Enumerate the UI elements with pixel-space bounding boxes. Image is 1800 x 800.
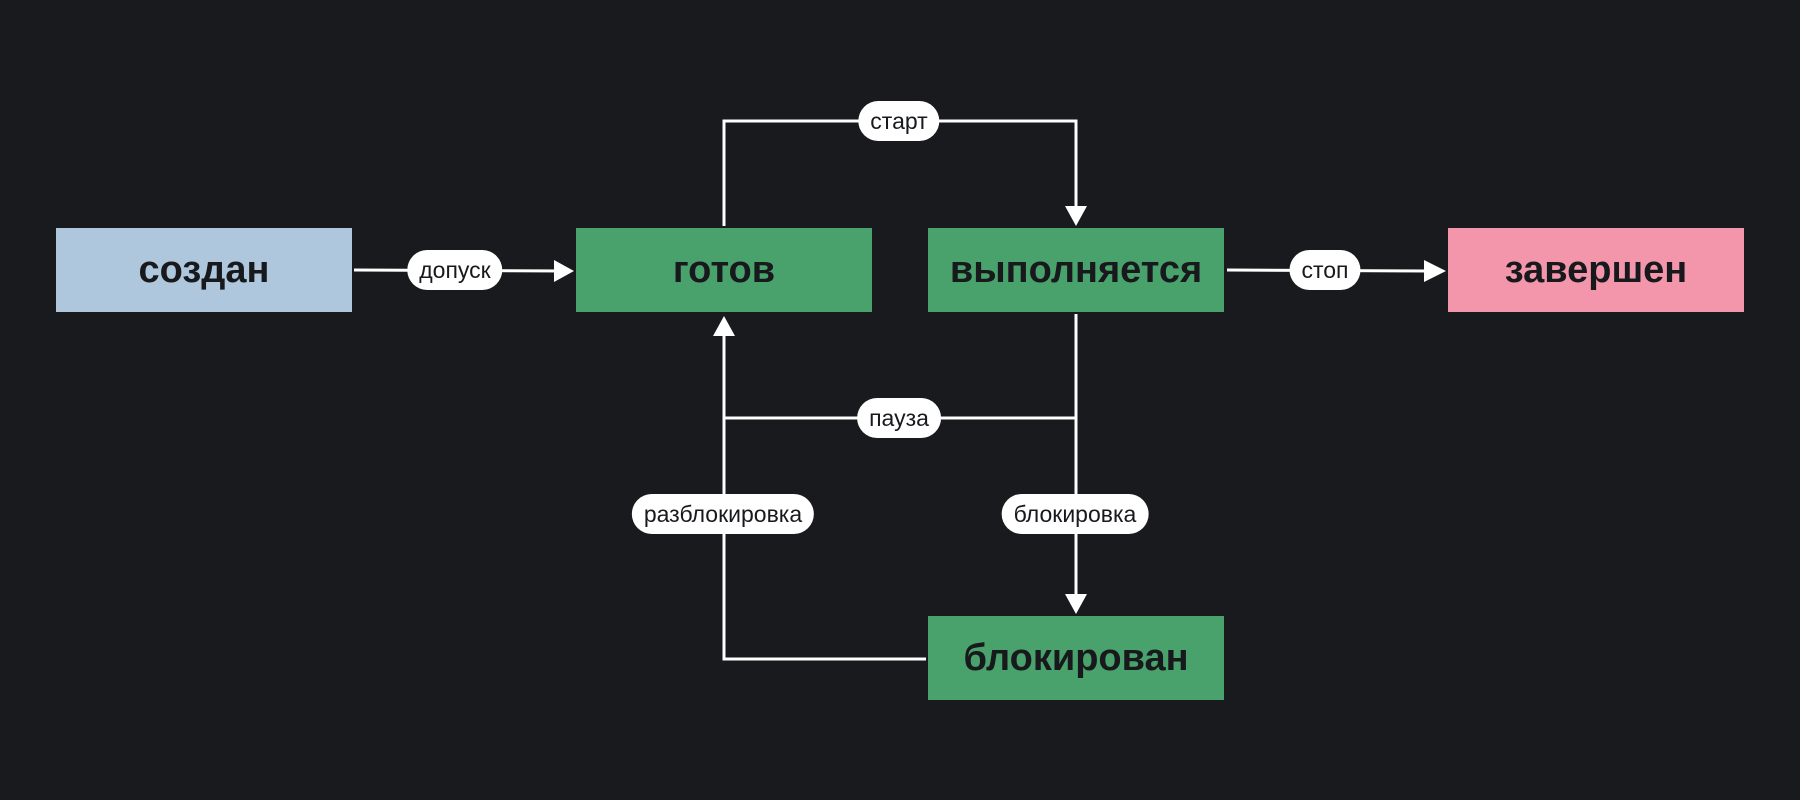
arrow-stop [1424, 260, 1446, 282]
transition-label-admit: допуск [407, 250, 503, 290]
transition-label-unblock: разблокировка [631, 494, 815, 534]
arrow-pause [713, 316, 735, 336]
arrow-admit [554, 260, 574, 282]
state-blocked[interactable]: блокирован [928, 616, 1224, 700]
transition-label-block: блокировка [1001, 494, 1149, 534]
state-running[interactable]: выполняется [928, 228, 1224, 312]
state-created[interactable]: создан [56, 228, 352, 312]
transition-label-stop: стоп [1289, 250, 1361, 290]
arrow-block [1065, 594, 1087, 614]
transition-label-pause: пауза [857, 398, 941, 438]
edge-unblock [722, 418, 926, 661]
transition-label-start: старт [858, 101, 940, 141]
state-done[interactable]: завершен [1448, 228, 1744, 312]
arrow-start [1065, 206, 1087, 226]
state-ready[interactable]: готов [576, 228, 872, 312]
